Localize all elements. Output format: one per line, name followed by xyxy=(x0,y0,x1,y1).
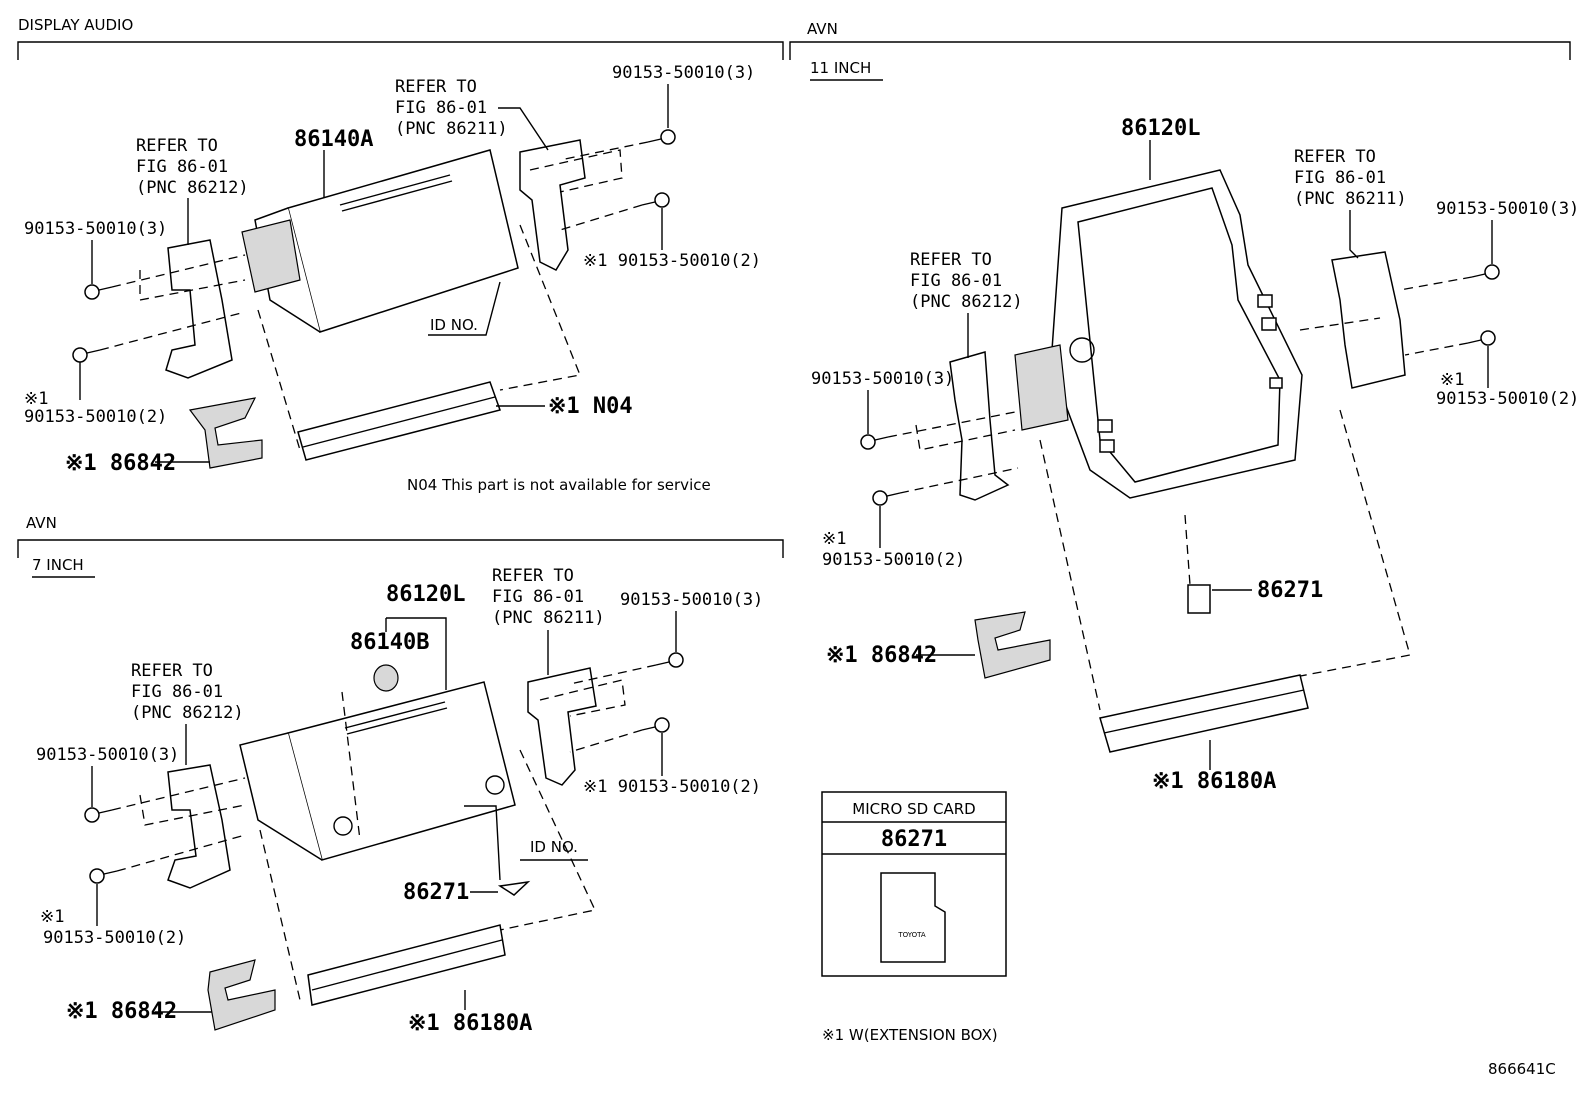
section-subtitle-11-inch: 11 INCH xyxy=(810,59,871,77)
figure-id: 866641C xyxy=(1488,1060,1556,1078)
section-bracket-avn-7 xyxy=(17,539,784,558)
note-mark: ※1 xyxy=(40,907,64,927)
service-note: N04 This part is not available for servi… xyxy=(407,476,711,494)
refer-label-line: FIG 86-01 xyxy=(1294,168,1386,188)
display-audio-group: REFER TO FIG 86-01 (PNC 86211) REFER TO … xyxy=(24,63,761,494)
head-unit-86120l-drawing xyxy=(287,681,516,861)
refer-label-line: FIG 86-01 xyxy=(492,587,584,607)
refer-label-line: (PNC 86211) xyxy=(492,608,605,628)
screw-icon xyxy=(655,652,684,668)
screw-icon xyxy=(1467,330,1496,346)
screw-icon xyxy=(72,347,101,363)
bracket-right-drawing xyxy=(519,139,586,271)
screw-icon xyxy=(647,129,676,145)
note-mark: ※1 xyxy=(24,389,48,409)
screw-part-number: ※1 90153-50010(2) xyxy=(583,777,761,797)
section-bracket-display-audio xyxy=(17,41,784,60)
refer-label-line: (PNC 86212) xyxy=(910,292,1023,312)
part-number-86140a: 86140A xyxy=(294,127,373,152)
extension-box-n04-drawing xyxy=(297,381,501,461)
refer-label-line: FIG 86-01 xyxy=(395,98,487,118)
refer-label-line: REFER TO xyxy=(910,250,992,270)
micro-sd-card-box: MICRO SD CARD 86271 TOYOTA xyxy=(821,791,1007,977)
screw-icon xyxy=(641,192,670,208)
part-number-86140b: 86140B xyxy=(350,630,429,655)
screw-icon xyxy=(872,490,901,506)
screw-icon xyxy=(89,868,118,884)
note-mark: ※1 xyxy=(822,529,846,549)
screw-part-number: 90153-50010(3) xyxy=(1436,199,1579,219)
cable-86842-drawing xyxy=(207,959,276,1031)
part-number-86842: ※1 86842 xyxy=(65,451,176,476)
part-number-86180a: ※1 86180A xyxy=(408,1011,532,1036)
section-title-avn-11: AVN xyxy=(807,20,838,38)
refer-label-line: REFER TO xyxy=(131,661,213,681)
id-number-label: ID NO. xyxy=(430,316,478,334)
refer-label-line: (PNC 86212) xyxy=(136,178,249,198)
section-bracket-avn-11 xyxy=(789,41,1571,60)
part-number-86120l: 86120L xyxy=(1121,116,1200,141)
sd-box-title: MICRO SD CARD xyxy=(852,800,975,818)
screw-icon xyxy=(1471,264,1500,280)
refer-label-line: REFER TO xyxy=(1294,147,1376,167)
screw-part-number: ※1 90153-50010(2) xyxy=(583,251,761,271)
disc-86140b-drawing xyxy=(373,664,399,692)
screw-part-number: 90153-50010(3) xyxy=(24,219,167,239)
footnote: ※1 W(EXTENSION BOX) xyxy=(822,1026,998,1044)
bracket-right-drawing xyxy=(1331,251,1406,389)
part-number-n04: ※1 N04 xyxy=(548,394,633,419)
refer-label-line: (PNC 86212) xyxy=(131,703,244,723)
part-number-86271: 86271 xyxy=(1257,578,1323,603)
refer-label-line: FIG 86-01 xyxy=(910,271,1002,291)
refer-label-line: FIG 86-01 xyxy=(131,682,223,702)
bracket-left-drawing xyxy=(949,351,1010,501)
screw-part-number: 90153-50010(3) xyxy=(620,590,763,610)
refer-label-line: REFER TO xyxy=(492,566,574,586)
sd-box-part-number: 86271 xyxy=(881,827,947,852)
screw-part-number: 90153-50010(3) xyxy=(811,369,954,389)
screw-icon xyxy=(84,807,113,823)
sd-card-drawing xyxy=(497,880,531,896)
part-number-86120l: 86120L xyxy=(386,582,465,607)
bracket-right-drawing xyxy=(527,667,597,786)
bracket-left-drawing xyxy=(167,764,231,889)
screw-part-number: 90153-50010(3) xyxy=(612,63,755,83)
refer-label-line: REFER TO xyxy=(395,77,477,97)
refer-label-line: (PNC 86211) xyxy=(1294,189,1407,209)
part-number-86271: 86271 xyxy=(403,880,469,905)
section-title-avn-7: AVN xyxy=(26,514,57,532)
part-number-86180a: ※1 86180A xyxy=(1152,769,1276,794)
screw-icon xyxy=(641,717,670,733)
extension-box-drawing xyxy=(1099,674,1309,753)
screw-part-number: 90153-50010(3) xyxy=(36,745,179,765)
head-unit-86140a-drawing xyxy=(241,149,519,333)
cable-86842-drawing xyxy=(974,611,1051,679)
section-subtitle-7-inch: 7 INCH xyxy=(32,556,84,574)
cable-86842-drawing xyxy=(188,397,263,469)
avn-7-group: 86120L 86140B REFER TO FIG 86-01 (PNC 86… xyxy=(36,566,763,1036)
screw-part-number: 90153-50010(2) xyxy=(24,407,167,427)
screw-part-number: 90153-50010(2) xyxy=(822,550,965,570)
screw-icon xyxy=(860,434,889,450)
micro-sd-card-icon xyxy=(880,872,946,963)
sd-card-drawing xyxy=(1187,584,1211,614)
note-mark: ※1 xyxy=(1440,370,1464,390)
bracket-left-drawing xyxy=(165,239,233,379)
refer-label-line: REFER TO xyxy=(136,136,218,156)
screw-part-number: 90153-50010(2) xyxy=(43,928,186,948)
sd-brand-text: TOYOTA xyxy=(897,931,926,939)
refer-label-line: FIG 86-01 xyxy=(136,157,228,177)
refer-label-line: (PNC 86211) xyxy=(395,119,508,139)
id-number-label: ID NO. xyxy=(530,838,578,856)
screw-part-number: 90153-50010(2) xyxy=(1436,389,1579,409)
section-title-display-audio: DISPLAY AUDIO xyxy=(18,16,133,34)
screw-icon xyxy=(84,284,113,300)
avn-11-group: 86120L REFER TO FIG 86-01 (PNC 86211) RE… xyxy=(811,116,1579,794)
